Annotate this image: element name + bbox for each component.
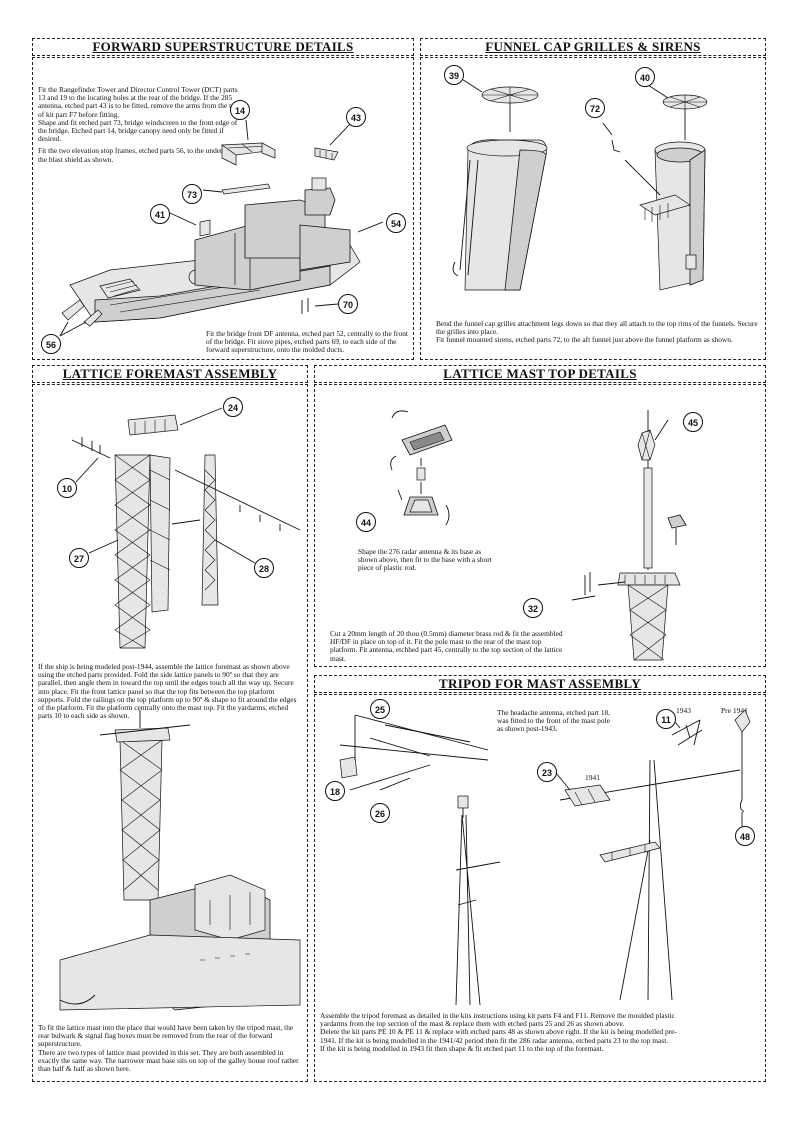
tripod-instructions: Assemble the tripod foremast as detailed… <box>320 1011 680 1053</box>
callout-10: 10 <box>57 478 77 498</box>
funnel-title: FUNNEL CAP GRILLES & SIRENS <box>485 39 701 54</box>
callout-43: 43 <box>346 107 366 127</box>
tripod-note: The headache antenna, etched part 18, wa… <box>497 708 611 734</box>
callout-26: 26 <box>370 803 390 823</box>
forward-para-3: Fit the two elevation stop frames, etche… <box>38 146 243 164</box>
tripod-title-banner: TRIPOD FOR MAST ASSEMBLY <box>314 675 766 693</box>
callout-73: 73 <box>182 184 202 204</box>
label-1943: 1943 <box>676 706 691 715</box>
lattice-para-3: There are two types of lattice mast prov… <box>38 1047 299 1074</box>
masttop-para-2: Cut a 20mm length of 20 thou (0.5mm) dia… <box>330 629 563 663</box>
callout-72: 72 <box>585 98 605 118</box>
callout-28: 28 <box>254 558 274 578</box>
callout-40: 40 <box>635 67 655 87</box>
tripod-title: TRIPOD FOR MAST ASSEMBLY <box>439 676 641 691</box>
callout-48: 48 <box>735 826 755 846</box>
tripod-panel <box>314 694 766 1082</box>
funnel-instructions: Bend the funnel cap grilles attachment l… <box>436 319 762 349</box>
masttop-title: LATTICE MAST TOP DETAILS <box>443 366 637 381</box>
label-1941: 1941 <box>585 773 600 782</box>
callout-70: 70 <box>338 294 358 314</box>
lattice-title: LATTICE FOREMAST ASSEMBLY <box>62 366 278 381</box>
forward-title: FORWARD SUPERSTRUCTURE DETAILS <box>92 39 354 54</box>
label-pre-1941: Pre 1941 <box>721 706 748 715</box>
masttop-title-banner: LATTICE MAST TOP DETAILS <box>314 365 766 383</box>
callout-45: 45 <box>683 412 703 432</box>
forward-para-2: Shape and fit etched part 73, bridge win… <box>38 117 238 144</box>
lattice-title-banner: LATTICE FOREMAST ASSEMBLY <box>32 365 308 383</box>
callout-27: 27 <box>69 548 89 568</box>
callout-11: 11 <box>656 709 676 729</box>
lattice-para-1: If the ship is being modeled post-1944, … <box>38 662 297 721</box>
callout-41: 41 <box>150 204 170 224</box>
forward-para-4: Fit the bridge front DF antenna, etched … <box>206 329 408 355</box>
lattice-para-2: To fit the lattice mast into the place t… <box>38 1023 294 1049</box>
callout-32: 32 <box>523 598 543 618</box>
tripod-para-1: Assemble the tripod foremast as detailed… <box>320 1011 675 1029</box>
masttop-para-1: Shape the 276 radar antenna & its base a… <box>358 547 492 573</box>
funnel-title-banner: FUNNEL CAP GRILLES & SIRENS <box>420 38 766 56</box>
callout-25: 25 <box>370 699 390 719</box>
callout-14: 14 <box>230 100 250 120</box>
callout-24: 24 <box>223 397 243 417</box>
funnel-para-1: Bend the funnel cap grilles attachment l… <box>436 319 758 337</box>
forward-instructions: Fit the Rangefinder Tower and Director C… <box>38 85 244 168</box>
funnel-para-2: Fit funnel mounted sirens, etched parts … <box>436 335 733 345</box>
callout-39: 39 <box>444 65 464 85</box>
callout-54: 54 <box>386 213 406 233</box>
forward-title-banner: FORWARD SUPERSTRUCTURE DETAILS <box>32 38 414 56</box>
tripod-para-3: If the kit is being modelled in 1943 fit… <box>320 1043 604 1053</box>
forward-para-1: Fit the Rangefinder Tower and Director C… <box>38 85 239 119</box>
callout-56: 56 <box>41 334 61 354</box>
lattice-lower-instructions: To fit the lattice mast into the place t… <box>38 1023 304 1077</box>
callout-18: 18 <box>325 781 345 801</box>
callout-23: 23 <box>537 762 557 782</box>
tripod-para-2: Delete the kit parts PE 10 & PE 11 & rep… <box>320 1027 677 1045</box>
callout-44: 44 <box>356 512 376 532</box>
